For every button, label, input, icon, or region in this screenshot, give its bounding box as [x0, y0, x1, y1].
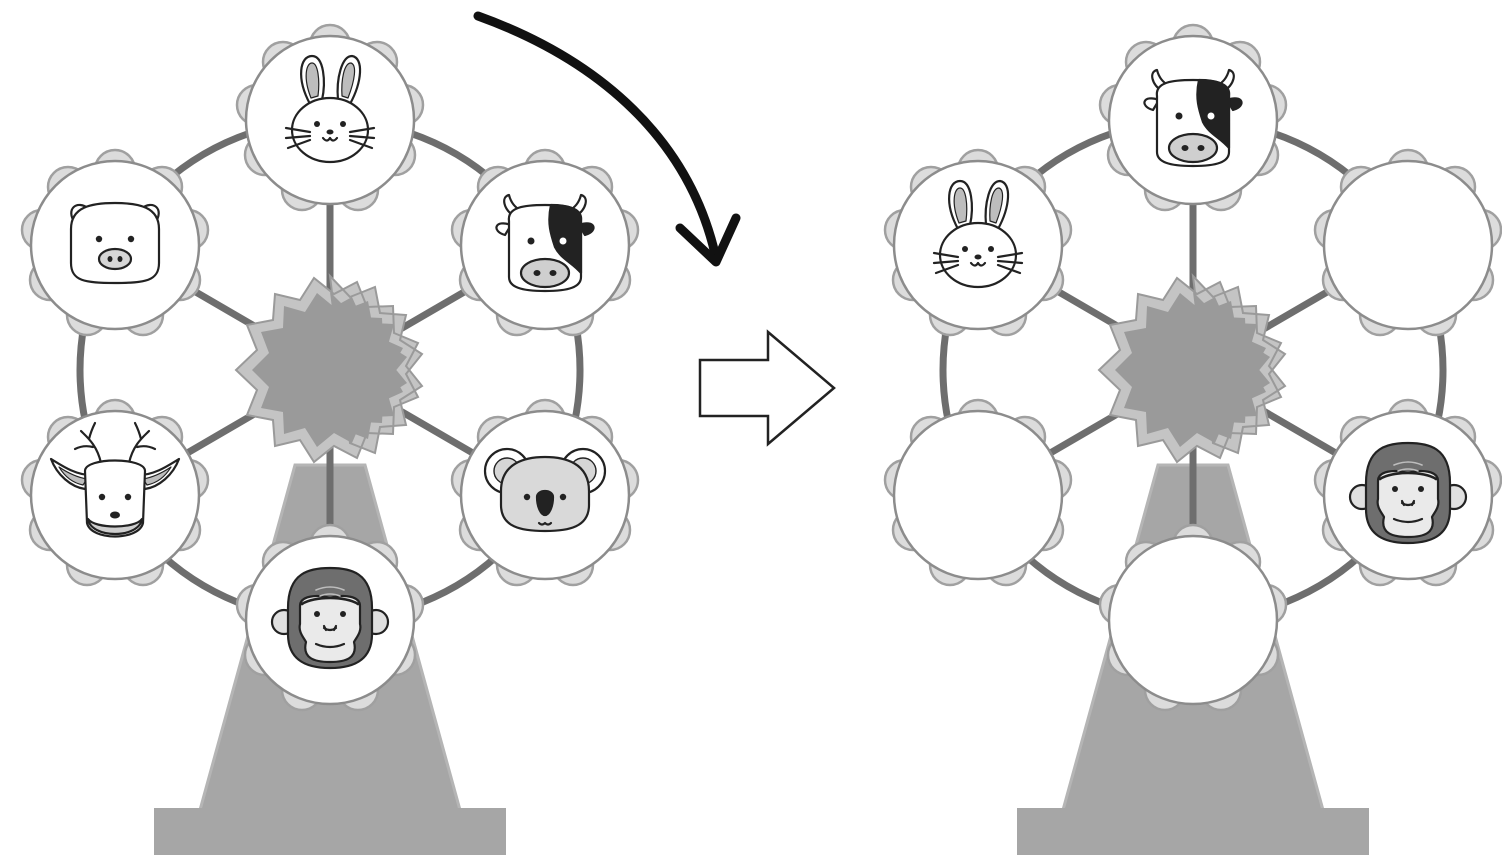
gondola-top [235, 23, 425, 212]
gondola-lower-right [450, 398, 640, 587]
gondola-upper-right [450, 148, 640, 337]
pig-icon [69, 201, 161, 285]
gondola-cabin [883, 398, 1073, 587]
cow-icon [495, 193, 595, 293]
right-block-arrow-icon [698, 329, 836, 447]
gondola-lower-right [1313, 398, 1502, 587]
gondola-cabin [1313, 148, 1502, 337]
gondola-lower-left-empty [883, 398, 1073, 587]
support-base [154, 808, 506, 855]
wheel-hub [235, 275, 423, 463]
cow-icon [1143, 68, 1243, 168]
curved-clockwise-arrow-icon [473, 11, 741, 267]
wheel-hub [1098, 275, 1286, 463]
gondola-top [1098, 23, 1288, 212]
after-ferris-wheel [883, 23, 1502, 855]
gondola-upper-right-empty [1313, 148, 1502, 337]
gondola-lower-left [20, 398, 210, 587]
support-base [1017, 808, 1369, 855]
before-ferris-wheel [20, 23, 640, 855]
gondola-upper-left [20, 148, 210, 337]
gondola-upper-left [883, 148, 1073, 337]
